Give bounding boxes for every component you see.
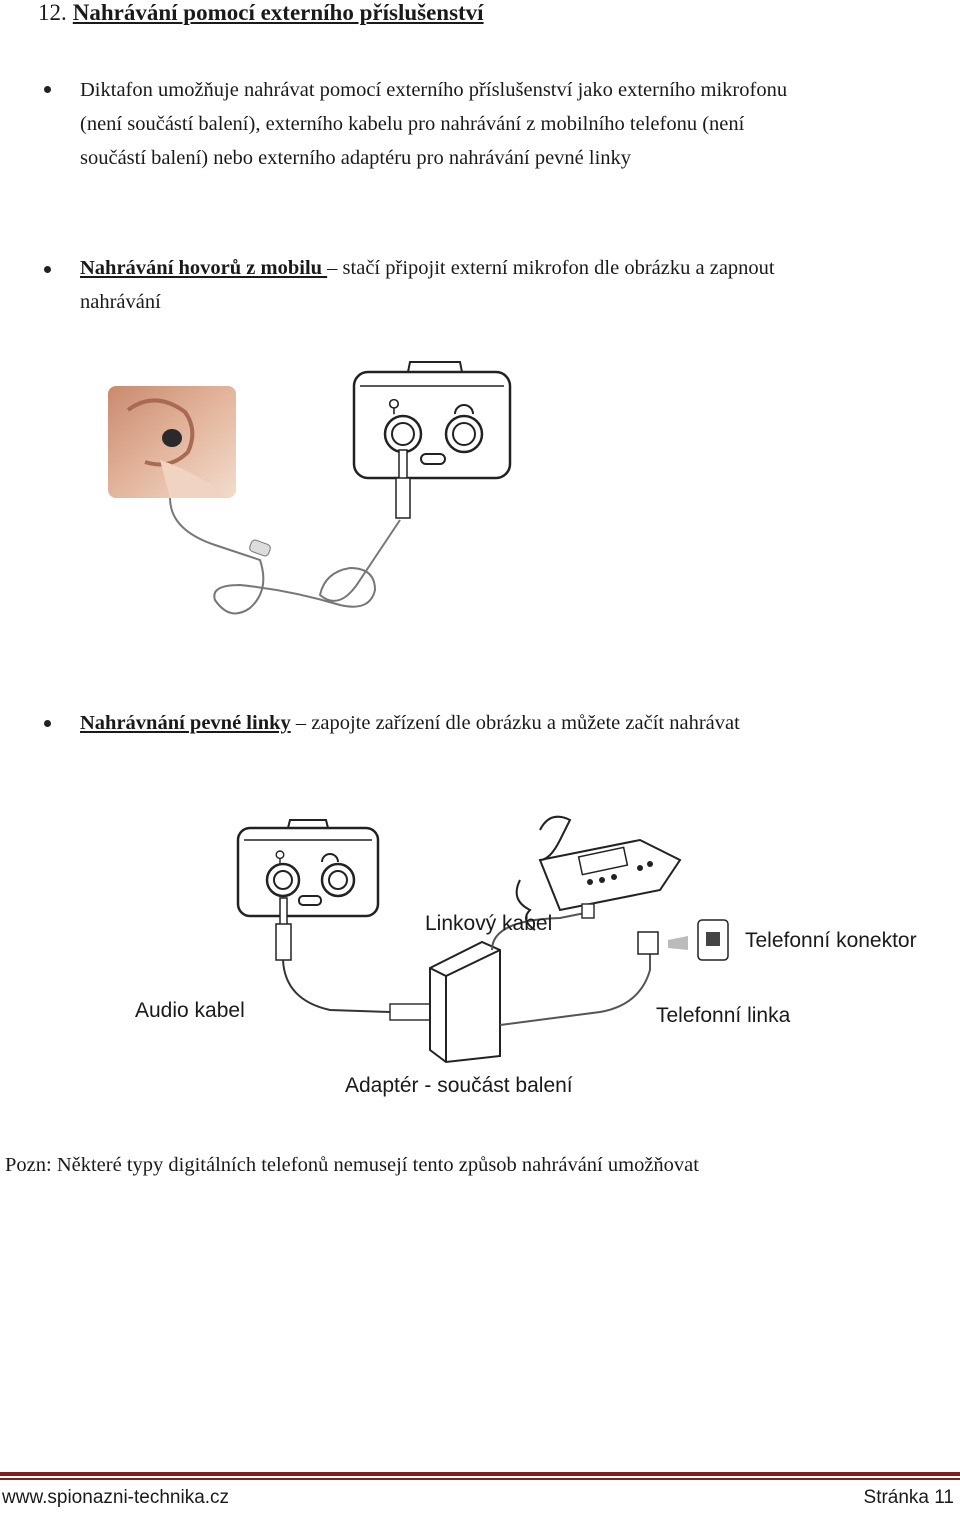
landline-paragraph: Nahrávnání pevné linky – zapojte zařízen… [80, 706, 960, 740]
landline-recording-figure: ⚲ Linkový kabel Telefonní konektor [120, 800, 960, 1110]
label-line-cable: Linkový kabel [425, 912, 552, 935]
intro-paragraph: Diktafon umožňuje nahrávat pomocí extern… [80, 73, 960, 175]
landline-heading: Nahrávnání pevné linky [80, 712, 291, 734]
intro-line-3: součástí balení) nebo externího adaptéru… [80, 141, 960, 175]
recorder-device: ⚲ [354, 362, 510, 518]
mobile-heading: Nahrávání hovorů z mobilu [80, 257, 327, 279]
mobile-text: stačí připojit externí mikrofon dle obrá… [343, 257, 775, 279]
landline-text: zapojte zařízení dle obrázku a můžete za… [311, 712, 740, 734]
microphone-icon: ⚲ [387, 396, 400, 416]
section-heading: 12.Nahrávání pomocí externího příslušens… [38, 0, 484, 26]
note-text: Pozn: Některé typy digitálních telefonů … [5, 1148, 699, 1182]
earphone-photo [108, 386, 236, 498]
footer-page-number: Stránka 11 [864, 1487, 954, 1509]
label-phone-line: Telefonní linka [656, 1004, 791, 1027]
adapter-box [430, 942, 500, 1062]
section-number: 12. [38, 0, 67, 25]
recorder-device: ⚲ [238, 820, 378, 960]
footer-divider-thin [0, 1478, 960, 1480]
intro-line-2: (není součástí balení), externího kabelu… [80, 107, 960, 141]
label-phone-connector: Telefonní konektor [745, 929, 917, 952]
intro-line-1: Diktafon umožňuje nahrávat pomocí extern… [80, 73, 960, 107]
section-title: Nahrávání pomocí externího příslušenství [73, 0, 484, 25]
mobile-recording-figure: ⚲ [100, 350, 530, 630]
footer-website: www.spionazni-technika.cz [2, 1487, 229, 1509]
mobile-text-line2: nahrávání [80, 285, 960, 319]
label-audio-cable: Audio kabel [135, 999, 245, 1022]
bullet-dot [44, 86, 51, 93]
label-adapter: Adaptér - součást balení [345, 1074, 573, 1097]
mobile-paragraph: Nahrávání hovorů z mobilu – stačí připoj… [80, 251, 960, 319]
phone-connector [638, 920, 728, 960]
footer-divider [0, 1472, 960, 1476]
bullet-dot [44, 266, 51, 273]
bullet-dot [44, 720, 51, 727]
